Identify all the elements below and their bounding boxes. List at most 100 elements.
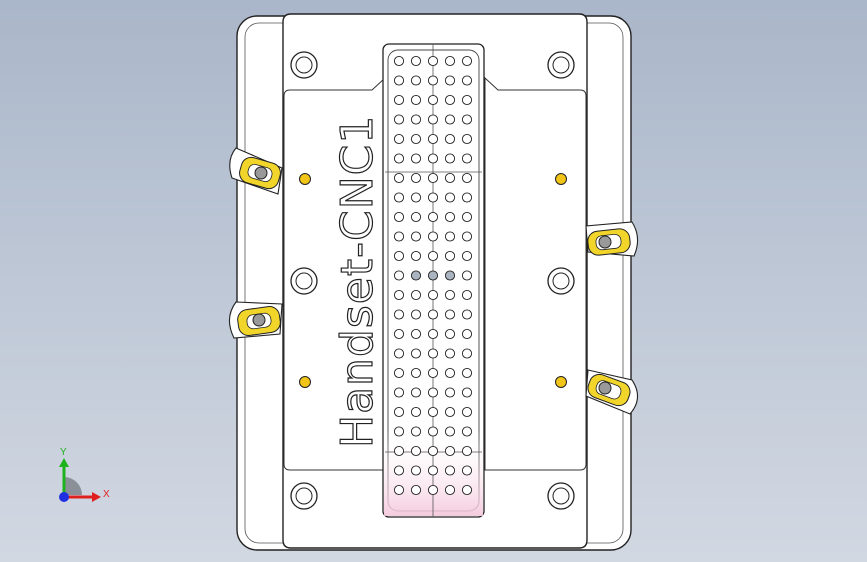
pin-hole [444, 387, 456, 398]
pin-icon [555, 376, 567, 388]
pin-hole [444, 231, 456, 242]
pin-hole [444, 94, 456, 106]
pin-hole [410, 55, 422, 67]
pin-hole [410, 133, 422, 145]
pin-hole [444, 55, 456, 67]
pin-hole [444, 114, 456, 125]
x-axis-arrowhead-icon [92, 492, 101, 502]
pin-icon [555, 173, 567, 185]
pin-hole [444, 172, 456, 184]
pin-hole [461, 484, 473, 496]
hole-array [393, 55, 473, 496]
pin-hole [393, 328, 405, 340]
pin-hole [427, 328, 439, 340]
pin-hole [427, 387, 439, 398]
pin-hole [444, 328, 456, 340]
pin-hole [461, 172, 473, 184]
pin-hole [393, 270, 405, 281]
pin-hole [393, 231, 405, 242]
screw-bottom-left-icon [290, 482, 318, 510]
pin-hole [444, 250, 456, 262]
pin-hole [444, 211, 456, 223]
pin-hole [393, 387, 405, 398]
x-axis-label: X [103, 489, 110, 500]
pin-hole [427, 445, 439, 457]
pin-hole [461, 153, 473, 164]
pin-hole [393, 153, 405, 164]
pin-hole [410, 94, 422, 106]
pin-hole [427, 367, 439, 379]
pin-hole [427, 426, 439, 437]
pin-hole [444, 133, 456, 145]
pin-hole [461, 289, 473, 301]
pin-hole [410, 445, 422, 457]
pin-hole [444, 445, 456, 457]
pin-hole [461, 133, 473, 145]
pin-hole [393, 445, 405, 457]
pin-hole [444, 426, 456, 437]
pin-hole [461, 231, 473, 242]
screw-mid-left-icon [290, 267, 318, 295]
pin-hole [444, 289, 456, 301]
pin-hole [444, 309, 456, 320]
pin-hole [444, 153, 456, 164]
pin-hole [410, 172, 422, 184]
pin-hole [393, 367, 405, 379]
side-clamps [228, 147, 639, 415]
pin-hole [410, 75, 422, 86]
y-axis-arrowhead-icon [59, 458, 69, 467]
pin-hole [393, 484, 405, 496]
pin-hole [461, 75, 473, 86]
pin-hole [444, 192, 456, 203]
pin-hole [427, 348, 439, 359]
pin-hole [393, 309, 405, 320]
pin-hole [427, 114, 439, 125]
pin-hole [461, 406, 473, 418]
pin-hole [427, 406, 439, 418]
pin-hole [444, 367, 456, 379]
pin-hole [393, 133, 405, 145]
pin-hole [410, 270, 422, 281]
pin-hole [444, 465, 456, 476]
pin-hole [393, 406, 405, 418]
pin-hole [427, 192, 439, 203]
pin-hole [427, 309, 439, 320]
pin-hole [461, 367, 473, 379]
pin-hole [410, 367, 422, 379]
screw-top-left-icon [290, 51, 318, 79]
pin-hole [410, 289, 422, 301]
pin-hole [427, 172, 439, 184]
locating-pins [299, 173, 567, 388]
clamp-right-lower-icon [585, 369, 639, 415]
pin-hole [427, 75, 439, 86]
pin-hole [461, 55, 473, 67]
pin-hole [410, 153, 422, 164]
pin-hole [410, 484, 422, 496]
pin-hole [444, 348, 456, 359]
pin-hole [427, 250, 439, 262]
pin-hole [427, 289, 439, 301]
pin-hole [393, 426, 405, 437]
corner-screws [290, 51, 575, 510]
pin-hole [427, 211, 439, 223]
pin-hole [410, 250, 422, 262]
pin-hole [427, 153, 439, 164]
pin-hole [410, 426, 422, 437]
pin-hole [410, 465, 422, 476]
pin-hole [444, 75, 456, 86]
pin-hole [461, 445, 473, 457]
screw-mid-right-icon [547, 267, 575, 295]
pin-hole [444, 484, 456, 496]
pin-hole [427, 465, 439, 476]
pin-hole [410, 328, 422, 340]
clamp-right-upper-icon [585, 221, 639, 257]
pin-hole [410, 211, 422, 223]
engraved-label: Handset-CNC1 [332, 115, 383, 448]
pin-hole [461, 250, 473, 262]
pin-hole [410, 387, 422, 398]
pin-hole [410, 406, 422, 418]
pin-hole [410, 309, 422, 320]
pin-hole [461, 426, 473, 437]
z-axis-icon [59, 492, 69, 502]
